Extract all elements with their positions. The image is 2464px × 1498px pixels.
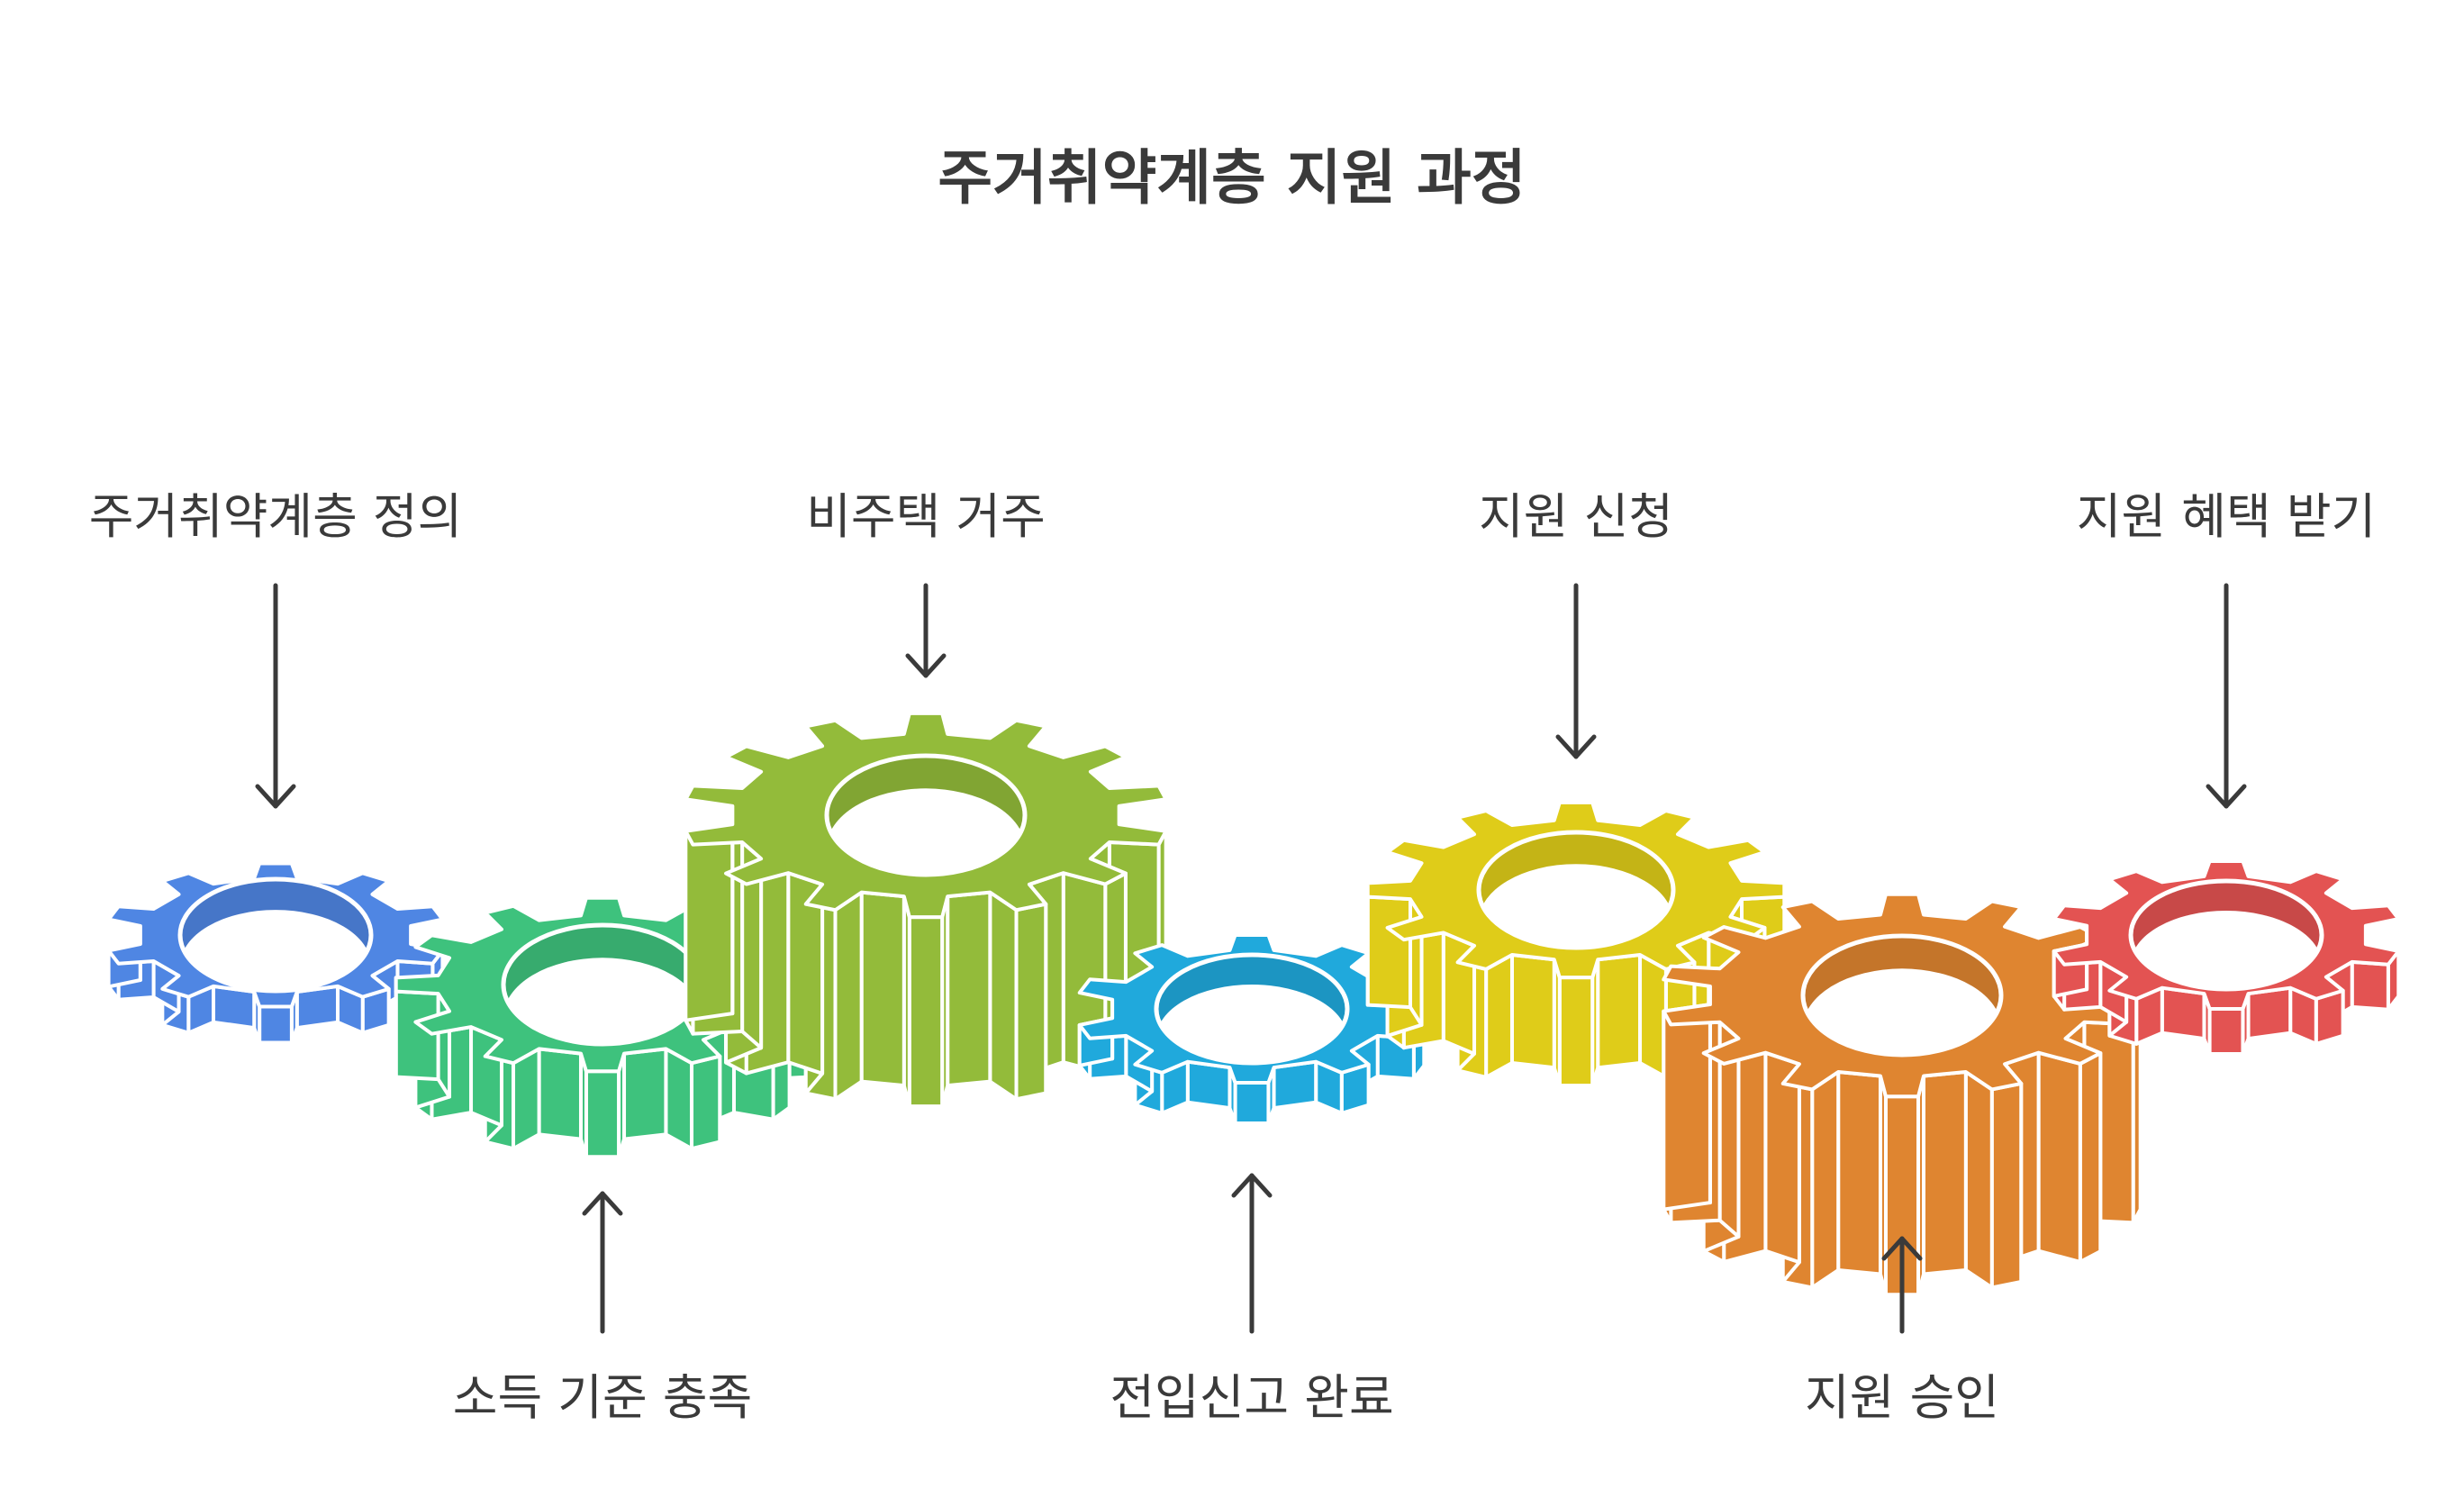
step-label: 지원 혜택 받기 xyxy=(2077,488,2376,545)
gear-side-face xyxy=(1810,1069,1841,1290)
gear-side-face xyxy=(684,822,735,1022)
step-label: 전입신고 완료 xyxy=(1110,1369,1393,1426)
gear-side-face xyxy=(1836,1069,1882,1276)
arrow-icon xyxy=(255,583,296,809)
gear-side-face xyxy=(1185,1059,1232,1111)
gear-side-face xyxy=(622,1047,668,1141)
step-label: 비주택 거주 xyxy=(806,488,1046,545)
diagram-title: 주거취약계층 지원 과정 xyxy=(938,143,1526,213)
gear-hole xyxy=(827,756,1025,875)
gear-side-face xyxy=(2246,985,2293,1041)
arrow-icon xyxy=(2206,583,2247,809)
gear-chain xyxy=(106,711,2401,1297)
gear-side-face xyxy=(2207,1006,2245,1056)
gear-icon xyxy=(1662,892,2142,1297)
step-label: 소득 기준 충족 xyxy=(453,1369,752,1426)
gear-side-face xyxy=(1365,894,1412,1010)
arrow-icon xyxy=(1881,1236,1923,1334)
gear-side-face xyxy=(2036,1050,2082,1264)
gear-hole xyxy=(1156,955,1347,1063)
arrow-icon xyxy=(905,583,947,678)
arrow-icon xyxy=(582,1191,623,1334)
gear-side-face xyxy=(907,915,945,1109)
step-label: 주거취약계층 정의 xyxy=(89,488,463,545)
step-label: 지원 승인 xyxy=(1805,1369,1999,1426)
gear-side-face xyxy=(1484,953,1514,1079)
gear-hole xyxy=(1479,832,1673,948)
gear-side-face xyxy=(1989,1081,2024,1290)
gear-side-face xyxy=(859,890,906,1088)
gear-icon xyxy=(2052,859,2401,1056)
gear-side-face xyxy=(2160,985,2206,1041)
gear-side-face xyxy=(1963,1069,1994,1290)
gear-side-face xyxy=(1922,1069,1968,1276)
gear-hole xyxy=(503,925,702,1044)
gear-hole xyxy=(180,879,371,991)
gear-side-face xyxy=(511,1047,541,1151)
gear-hole-rim xyxy=(177,876,374,994)
gear-side-face xyxy=(2078,1051,2103,1264)
gear-side-face xyxy=(690,1054,722,1151)
gear-side-face xyxy=(1662,1003,1712,1212)
step-label: 지원 신청 xyxy=(1479,488,1673,545)
arrow-icon xyxy=(1555,583,1597,759)
gear-side-face xyxy=(469,1025,503,1128)
gear-side-face xyxy=(946,890,992,1088)
gear-side-face xyxy=(1509,953,1556,1070)
gear-hole-rim xyxy=(1800,933,2004,1058)
gear-side-face xyxy=(1596,953,1643,1070)
arrow-group xyxy=(255,583,2247,1334)
gear-hole-rim xyxy=(1154,952,1350,1066)
gear-side-face xyxy=(258,1004,294,1045)
gear-hole-rim xyxy=(824,753,1028,877)
gear-hole xyxy=(1803,936,2001,1055)
gear-side-face xyxy=(1233,1080,1271,1125)
gear-side-face xyxy=(537,1047,583,1141)
arrow-icon xyxy=(1231,1173,1273,1334)
gear-hole-rim xyxy=(2128,878,2324,992)
gear-side-face xyxy=(1557,976,1595,1088)
gear-side-face xyxy=(584,1069,621,1159)
gear-side-face xyxy=(1272,1059,1318,1111)
gear-hole-rim xyxy=(1476,830,1676,950)
gear-side-face xyxy=(833,890,864,1102)
gear-side-face xyxy=(2350,959,2390,1012)
gear-side-face xyxy=(664,1047,694,1151)
gear-hole xyxy=(2131,881,2322,989)
gear-icon xyxy=(1077,933,1427,1125)
gear-side-face xyxy=(988,890,1019,1102)
gear-side-face xyxy=(1014,902,1048,1102)
gear-icon xyxy=(106,861,445,1045)
